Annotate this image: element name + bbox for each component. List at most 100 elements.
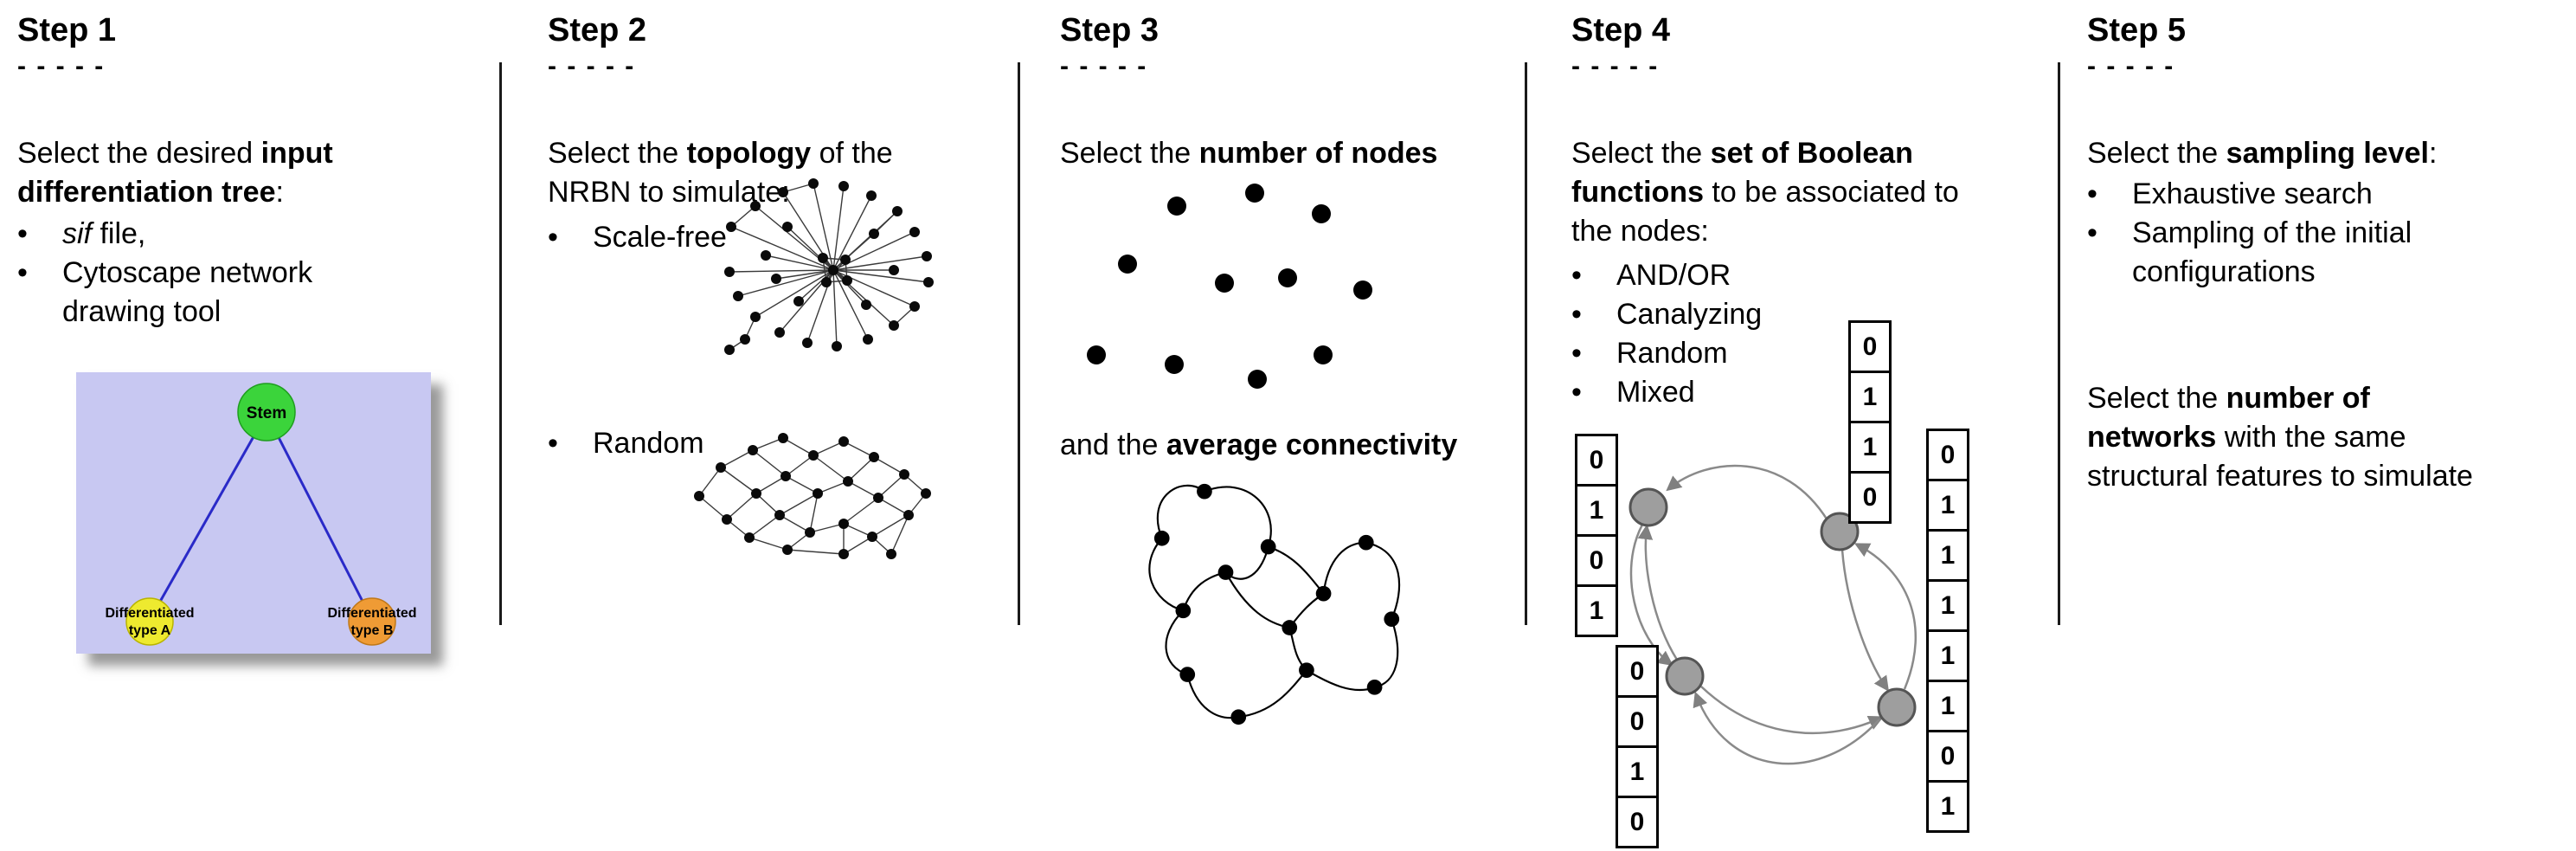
step4-panel: Step 4 - - - - - Select the set of Boole… (1566, 0, 2058, 851)
type-b-label-line1: Differentiated (327, 606, 416, 621)
list-item: • Random (548, 424, 825, 463)
boolean-network-nodes (1628, 487, 1917, 727)
boolean-network-arrows (1629, 464, 1918, 765)
step1-title: Step 1 (17, 12, 117, 48)
list-item: • Scale-free (548, 218, 825, 257)
truth-table-top: 0 1 1 0 (1848, 320, 1892, 524)
step2-title: Step 2 (548, 12, 647, 48)
bullet-icon: • (1571, 259, 1582, 292)
list-item-label: Canalyzing (1616, 298, 1763, 331)
truth-table-cell: 0 (1926, 730, 1969, 783)
step3-panel: Step 3 - - - - - Select the number of no… (1060, 0, 1525, 851)
step4-title: Step 4 (1571, 12, 1671, 48)
nodes-scatter-graphic (1087, 184, 1372, 389)
stem-node-label: Stem (247, 404, 286, 422)
differentiation-tree-svg: Stem Differentiated type A Differentiate… (76, 372, 431, 654)
truth-table-cell: 1 (1575, 584, 1618, 637)
step5-intro: Select the sampling level: (2087, 137, 2438, 170)
truth-table-cell: 0 (1616, 796, 1659, 848)
type-b-node (348, 597, 396, 646)
bullet-icon: • (548, 427, 558, 460)
step3-intro: Select the number of nodes (1060, 137, 1438, 170)
step3-mid-text: and the average connectivity (1060, 429, 1458, 461)
bullet-icon: • (17, 217, 28, 250)
bullet-icon: • (1571, 337, 1582, 370)
step5-dashes: - - - - - (2087, 52, 2175, 81)
type-a-label-line1: Differentiated (105, 606, 194, 621)
boolean-network-graphic (1628, 464, 1918, 765)
connectivity-nodes (1153, 483, 1400, 725)
truth-table-cell: 1 (1848, 421, 1892, 474)
truth-table-cell: 0 (1616, 645, 1659, 698)
random-nodes (694, 433, 931, 559)
truth-table-cell: 0 (1575, 434, 1618, 487)
step2-panel: Step 2 - - - - - Select the topology of … (548, 0, 1018, 851)
step4-bullets: • AND/OR • Canalyzing • Random • Mixed (1571, 256, 1918, 412)
stem-node (237, 383, 296, 442)
step1-dashes: - - - - - (17, 52, 106, 81)
step2-bullet-random: • Random (548, 424, 825, 463)
gene-node (1665, 656, 1705, 696)
step2-dashes: - - - - - (548, 52, 636, 81)
step3-dashes: - - - - - (1060, 52, 1148, 81)
gene-node (1877, 687, 1917, 727)
truth-table-cell: 0 (1616, 695, 1659, 748)
truth-table-cell: 0 (1575, 534, 1618, 587)
column-divider-2 (1018, 62, 1020, 625)
type-a-node (125, 597, 174, 646)
truth-table-cell: 1 (1616, 745, 1659, 798)
gene-node (1628, 487, 1668, 527)
scale-free-nodes (724, 178, 934, 355)
bullet-icon: • (548, 221, 558, 254)
scatter-dots (1087, 184, 1372, 389)
truth-table-bottom-left: 0 0 1 0 (1616, 645, 1659, 848)
bullet-icon: • (1571, 298, 1582, 331)
scale-free-network-graphic (724, 178, 934, 355)
truth-table-cell: 0 (1926, 429, 1969, 481)
random-edges (698, 437, 927, 555)
truth-table-cell: 1 (1926, 529, 1969, 582)
truth-table-cell: 1 (1848, 371, 1892, 423)
column-divider-3 (1525, 62, 1527, 625)
list-item: • AND/OR (1571, 256, 1918, 295)
column-divider-4 (2058, 62, 2060, 625)
truth-table-cell: 0 (1848, 320, 1892, 373)
bullet-icon: • (17, 256, 28, 289)
step5-bullets: • Exhaustive search • Sampling of the in… (2087, 175, 2572, 292)
list-item: • Mixed (1571, 373, 1918, 412)
list-item-label: AND/OR (1616, 259, 1731, 292)
list-item-label: Mixed (1616, 376, 1695, 409)
differentiation-tree-graphic: Stem Differentiated type A Differentiate… (76, 372, 431, 654)
list-item-label: Random (593, 427, 704, 460)
connectivity-graphic (1148, 483, 1401, 725)
column-divider-1 (499, 62, 502, 625)
truth-table-cell: 1 (1575, 484, 1618, 537)
step2-bullet-scalefree: • Scale-free (548, 218, 825, 257)
list-item-label: Exhaustive search (2132, 177, 2373, 210)
truth-table-right: 0 1 1 1 1 1 0 1 (1926, 429, 1969, 833)
list-item: • sif file, (17, 215, 424, 254)
type-b-label-line2: type B (351, 623, 394, 638)
truth-table-cell: 1 (1926, 579, 1969, 632)
truth-table-cell: 1 (1926, 780, 1969, 833)
list-item-label: sif file, (62, 217, 146, 250)
list-item-label: Scale-free (593, 221, 727, 254)
step4-dashes: - - - - - (1571, 52, 1660, 81)
step5-panel: Step 5 - - - - - Select the sampling lev… (2087, 0, 2576, 851)
tree-edge-right (265, 413, 374, 621)
truth-table-cell: 1 (1926, 680, 1969, 732)
list-item: • Canalyzing (1571, 295, 1918, 334)
list-item: • Random (1571, 334, 1918, 373)
step1-panel: Step 1 - - - - - Select the desired inpu… (17, 0, 499, 851)
bullet-icon: • (2087, 177, 2097, 210)
